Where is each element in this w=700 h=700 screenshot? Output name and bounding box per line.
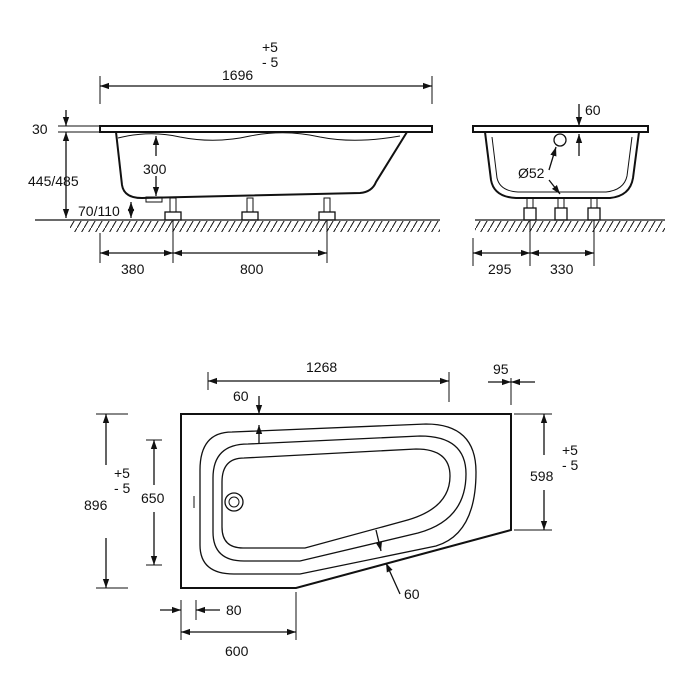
floor-hatching [35, 219, 440, 232]
end-rim-value: 60 [585, 102, 601, 118]
drain-hole-icon [553, 133, 567, 147]
dim-side-legs: 380 800 [99, 220, 328, 277]
side-length-tol-plus: +5 [262, 39, 278, 55]
dim-side-length: 1696 +5 - 5 [99, 39, 433, 104]
plan-total-width-value: 896 [84, 497, 108, 513]
plan-width-tol-minus: - 5 [114, 480, 131, 496]
drain-outlet-icon [224, 492, 244, 512]
dim-end-drain: Ø52 [518, 146, 561, 195]
end-legs [523, 197, 601, 221]
plan-inner-width-value: 650 [141, 490, 165, 506]
plan-bottom-offset-value: 80 [226, 602, 242, 618]
plan-right-width-value: 598 [530, 468, 554, 484]
side-length-tol-minus: - 5 [262, 54, 279, 70]
side-height-value: 445/485 [28, 173, 79, 189]
dim-plan-right-width: 598 +5 - 5 [514, 413, 579, 531]
plan-view: 1268 95 60 598 +5 - 5 [84, 359, 579, 659]
dim-plan-inner-width: 650 [141, 439, 165, 566]
plan-corner-value: 95 [493, 361, 509, 377]
side-legs [164, 197, 336, 221]
end-leg-spacing-value: 330 [550, 261, 574, 277]
dim-end-legs: 295 330 [472, 220, 595, 277]
dim-plan-corner: 95 [488, 361, 535, 405]
plan-diagonal-edge-value: 60 [404, 586, 420, 602]
side-leg-spacing-value: 800 [240, 261, 264, 277]
side-depth-value: 300 [143, 161, 167, 177]
dim-side-depth: 300 [143, 136, 167, 196]
dim-side-height: 445/485 [28, 150, 79, 218]
dim-end-rim: 60 [575, 102, 601, 156]
plan-tub-outline [180, 413, 512, 589]
side-view: 1696 +5 - 5 30 445/485 300 70/110 [28, 39, 440, 277]
dim-plan-diagonal-edge: 60 [375, 529, 420, 602]
side-leg-offset-value: 380 [121, 261, 145, 277]
plan-inner-edge-value: 60 [233, 388, 249, 404]
plan-width-tol-plus: +5 [114, 465, 130, 481]
drain-outlet-inner-icon [228, 496, 240, 508]
dim-side-foot-height: 70/110 [78, 202, 135, 219]
dim-plan-bottom-length: 600 [181, 592, 297, 659]
dim-plan-total-width: 896 +5 - 5 [84, 413, 131, 589]
end-leg-offset-value: 295 [488, 261, 512, 277]
side-rim-value: 30 [32, 121, 48, 137]
end-view: 60 Ø52 295 330 [472, 102, 665, 277]
dim-plan-bottom-offset: 80 [160, 600, 242, 640]
plan-bottom-length-value: 600 [225, 643, 249, 659]
end-tub-outline [472, 125, 649, 221]
side-foot-height-value: 70/110 [78, 203, 120, 219]
side-length-value: 1696 [222, 67, 253, 83]
plan-top-length-value: 1268 [306, 359, 337, 375]
plan-right-tol-plus: +5 [562, 442, 578, 458]
dim-plan-top-length: 1268 [207, 359, 450, 402]
dim-plan-inner-edge: 60 [233, 388, 263, 444]
end-drain-value: Ø52 [518, 165, 545, 181]
end-floor-hatching [475, 219, 665, 232]
plan-right-tol-minus: - 5 [562, 457, 579, 473]
dim-side-rim: 30 [32, 110, 100, 150]
